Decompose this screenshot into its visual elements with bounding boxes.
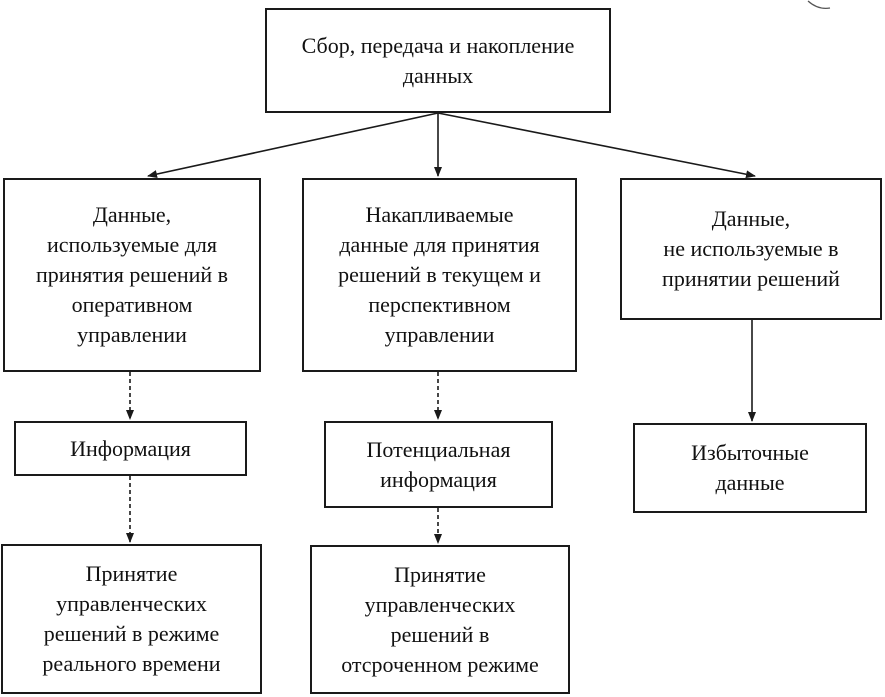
node-operational-data-label: Данные, используемые для принятия решени…: [35, 202, 229, 347]
edge-root-to-data-unused: [437, 112, 756, 179]
node-information: Информация: [14, 421, 247, 476]
node-operational-data: Данные, используемые для принятия решени…: [3, 178, 261, 372]
node-potential-information-label: Потенциальная информация: [366, 436, 511, 492]
node-data-collection-label: Сбор, передача и накопление данных: [301, 32, 575, 88]
node-decision-deferred-label: Принятие управленческих решений в отсроч…: [341, 561, 539, 677]
node-decision-deferred: Принятие управленческих решений в отсроч…: [310, 545, 570, 694]
node-accumulated-data: Накапливаемые данные для принятия решени…: [302, 178, 577, 372]
corner-mark-decoration: [807, 0, 831, 9]
node-redundant-data: Избыточные данные: [633, 423, 867, 513]
node-data-collection: Сбор, передача и накопление данных: [265, 8, 611, 113]
node-potential-information: Потенциальная информация: [324, 421, 553, 508]
node-unused-data-label: Данные, не используемые в принятии решен…: [662, 206, 840, 291]
node-information-label: Информация: [70, 435, 191, 461]
node-accumulated-data-label: Накапливаемые данные для принятия решени…: [338, 202, 541, 347]
node-unused-data: Данные, не используемые в принятии решен…: [620, 178, 882, 320]
node-redundant-data-label: Избыточные данные: [691, 440, 809, 495]
node-decision-realtime-label: Принятие управленческих решений в режиме…: [42, 561, 221, 676]
edge-root-to-data-oper: [147, 112, 439, 178]
node-decision-realtime: Принятие управленческих решений в режиме…: [1, 544, 262, 694]
